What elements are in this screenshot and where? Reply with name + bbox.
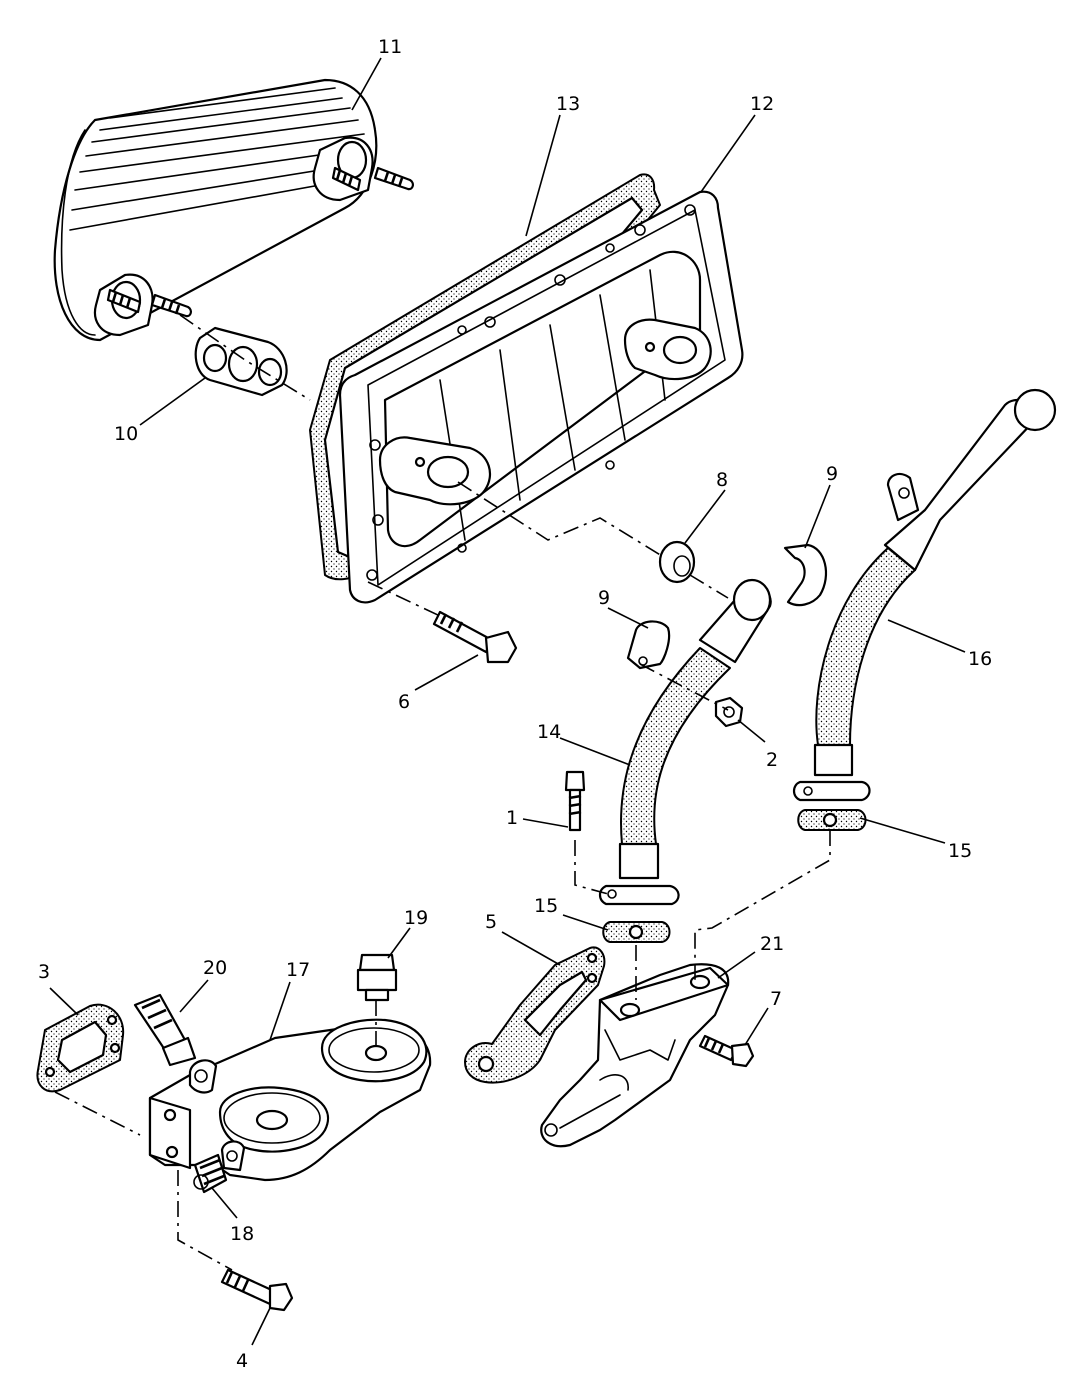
oil-tube-outlet — [792, 388, 1057, 802]
callout-2: 2 — [766, 749, 778, 771]
oil-line-adapter — [540, 963, 730, 1148]
tube-clamp-lower — [626, 620, 671, 670]
filter-stud-fitting — [356, 953, 398, 1002]
tube-bolt — [564, 770, 586, 832]
callout-15-right: 15 — [948, 840, 972, 862]
callout-19: 19 — [404, 907, 428, 929]
callout-11: 11 — [378, 36, 402, 58]
callout-1: 1 — [506, 807, 518, 829]
callout-4: 4 — [236, 1350, 248, 1372]
cooler-stud-lower-b — [150, 293, 192, 318]
callout-9-upper: 9 — [826, 463, 838, 485]
assembly-centerlines — [54, 314, 831, 1271]
callout-8: 8 — [716, 469, 728, 491]
callout-18: 18 — [230, 1223, 254, 1245]
callout-12: 12 — [750, 93, 774, 115]
pipe-plug — [193, 1153, 228, 1194]
oil-cooler-core — [53, 78, 414, 342]
adapter-gasket — [464, 946, 606, 1084]
elbow-fitting — [133, 993, 197, 1067]
cooler-stud-upper-b — [373, 166, 414, 191]
callout-6: 6 — [398, 691, 410, 713]
callout-5: 5 — [485, 911, 497, 933]
leader-lines — [49, 57, 966, 1346]
callout-10: 10 — [114, 423, 138, 445]
callout-13: 13 — [556, 93, 580, 115]
seal-ring — [658, 540, 696, 584]
cooler-adapter-gasket — [194, 326, 288, 397]
hex-nut — [714, 696, 744, 728]
callout-labels: 11 13 12 10 8 9 9 6 2 14 16 1 15 15 5 21… — [38, 36, 992, 1372]
cover-bolt — [432, 610, 518, 664]
oil-filter-base — [148, 1018, 432, 1182]
callout-17: 17 — [286, 959, 310, 981]
tube-flange-gasket-upper — [797, 809, 867, 831]
filter-base-bolt — [220, 1268, 294, 1312]
callout-21: 21 — [760, 933, 784, 955]
cooler-stud-lower-a — [106, 288, 142, 314]
callout-15-left: 15 — [534, 895, 558, 917]
tube-flange-gasket-lower — [602, 921, 671, 943]
adapter-bolt — [698, 1034, 755, 1068]
cooler-stud-upper-a — [331, 166, 362, 192]
callout-7: 7 — [770, 988, 782, 1010]
filter-base-gasket — [36, 1003, 125, 1093]
callout-14: 14 — [537, 721, 561, 743]
callout-16: 16 — [968, 648, 992, 670]
callout-3: 3 — [38, 961, 50, 983]
oil-tube-inlet — [598, 578, 772, 906]
oil-cooler-cover — [338, 190, 744, 604]
callout-20: 20 — [203, 957, 227, 979]
callout-9-lower: 9 — [598, 587, 610, 609]
tube-clamp-upper — [783, 543, 828, 607]
